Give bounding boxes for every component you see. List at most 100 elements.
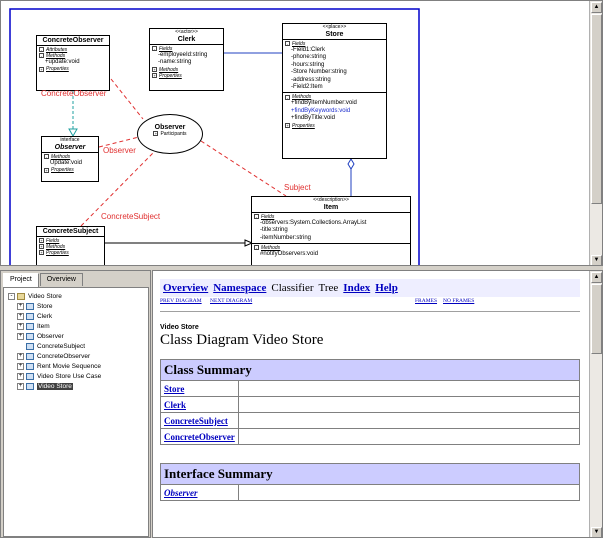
class-member: Update:void bbox=[50, 160, 83, 166]
frames-link[interactable]: FRAMES bbox=[415, 298, 438, 304]
scroll-down-icon[interactable]: ▼ bbox=[591, 255, 602, 265]
tree-item[interactable]: + Video Store Use Case bbox=[8, 372, 148, 382]
collapse-icon[interactable]: - bbox=[39, 47, 44, 53]
expand-icon[interactable]: + bbox=[17, 362, 24, 370]
collapse-icon[interactable]: - bbox=[285, 41, 290, 47]
expand-icon[interactable]: + bbox=[39, 250, 44, 256]
uml-class-concrete-observer[interactable]: ConcreteObserver -Attributes -Methods +u… bbox=[36, 35, 110, 91]
documentation-content: Overview Namespace Classifier Tree Index… bbox=[153, 271, 590, 537]
collapse-icon[interactable]: - bbox=[39, 53, 44, 59]
table-cell-name: ConcreteObserver bbox=[160, 428, 239, 445]
collapse-icon[interactable]: - bbox=[8, 292, 15, 300]
collapse-icon[interactable]: - bbox=[254, 245, 259, 251]
tree-item-label: Video Store Use Case bbox=[37, 373, 102, 380]
summary-link[interactable]: Observer bbox=[164, 487, 198, 498]
expand-icon[interactable]: + bbox=[153, 131, 159, 136]
tree-spacer bbox=[17, 343, 24, 350]
tree-root[interactable]: -Video Store bbox=[8, 292, 148, 302]
class-icon bbox=[26, 342, 34, 350]
section-header: Methods bbox=[46, 244, 66, 250]
tree-item-label: Observer bbox=[37, 333, 64, 340]
tree-item[interactable]: + Rent Movie Sequence bbox=[8, 362, 148, 372]
doc-navbar: Overview Namespace Classifier Tree Index… bbox=[160, 279, 580, 297]
tab-project[interactable]: Project bbox=[3, 273, 39, 287]
nav-overview-link[interactable]: Overview bbox=[163, 282, 209, 294]
tab-overview[interactable]: Overview bbox=[39, 273, 83, 286]
class-name: Clerk bbox=[177, 36, 196, 43]
nav-help-link[interactable]: Help bbox=[375, 282, 398, 294]
scroll-up-icon[interactable]: ▲ bbox=[591, 272, 602, 283]
expand-icon[interactable]: + bbox=[152, 66, 157, 72]
nav-index-link[interactable]: Index bbox=[343, 282, 371, 294]
nav-tree: Tree bbox=[318, 282, 339, 294]
expand-icon[interactable]: + bbox=[44, 167, 49, 173]
stereotype: <<place>> bbox=[322, 24, 347, 30]
diagram-edges bbox=[9, 8, 420, 265]
class-member: #notifyObservers:void bbox=[260, 251, 319, 258]
summary-link[interactable]: Store bbox=[164, 383, 185, 394]
tree-item-label: Rent Movie Sequence bbox=[37, 363, 101, 370]
tree-item[interactable]: + ConcreteObserver bbox=[8, 352, 148, 362]
uml-interface-observer[interactable]: interface Observer -Methods Update:void … bbox=[41, 136, 99, 182]
stereotype: <<description>> bbox=[313, 197, 349, 203]
expand-icon[interactable]: + bbox=[17, 382, 24, 390]
expand-icon[interactable]: + bbox=[17, 302, 24, 310]
tree-item[interactable]: +Item bbox=[8, 322, 148, 332]
scroll-up-icon[interactable]: ▲ bbox=[591, 2, 602, 13]
summary-link[interactable]: ConcreteSubject bbox=[164, 415, 228, 426]
diagram-pane[interactable]: ConcreteObserver -Attributes -Methods +u… bbox=[0, 0, 603, 266]
scroll-thumb[interactable] bbox=[591, 14, 602, 204]
class-member: +update:void bbox=[45, 59, 80, 65]
project-pane: Project Overview -Video Store +Store+Cle… bbox=[0, 270, 151, 538]
no-frames-link[interactable]: NO FRAMES bbox=[443, 298, 475, 304]
tree-item[interactable]: ConcreteSubject bbox=[8, 342, 148, 352]
expand-icon[interactable]: + bbox=[17, 352, 24, 360]
next-diagram-link[interactable]: NEXT DIAGRAM bbox=[210, 298, 253, 304]
expand-icon[interactable]: + bbox=[17, 312, 24, 320]
table-cell-name: Observer bbox=[160, 484, 239, 501]
stereotype: <<actor>> bbox=[175, 29, 198, 35]
summary-link[interactable]: Clerk bbox=[164, 399, 186, 410]
edge-label-concrete-observer: ConcreteObserver bbox=[41, 89, 107, 98]
tree-item[interactable]: + Observer bbox=[8, 332, 148, 342]
diagram-canvas[interactable]: ConcreteObserver -Attributes -Methods +u… bbox=[1, 1, 591, 265]
uml-class-item[interactable]: <<description>> Item -Fields -observers:… bbox=[251, 196, 411, 265]
pane-splitter[interactable] bbox=[0, 266, 603, 270]
class-member: -address:string bbox=[291, 76, 331, 83]
section-header: Attributes bbox=[46, 47, 68, 53]
expand-icon[interactable]: + bbox=[39, 66, 44, 72]
uml-class-concrete-subject[interactable]: ConcreteSubject +Fields +Methods +Proper… bbox=[36, 226, 105, 265]
expand-icon[interactable]: + bbox=[39, 238, 44, 244]
expand-icon[interactable]: + bbox=[39, 244, 44, 250]
doc-vertical-scrollbar[interactable]: ▲ ▼ bbox=[589, 271, 602, 537]
expand-icon[interactable]: + bbox=[17, 322, 24, 330]
scroll-down-icon[interactable]: ▼ bbox=[591, 527, 602, 537]
prev-diagram-link[interactable]: PREV DIAGRAM bbox=[160, 298, 202, 304]
summary-link[interactable]: ConcreteObserver bbox=[164, 431, 235, 442]
scroll-thumb[interactable] bbox=[591, 284, 602, 354]
uml-class-clerk[interactable]: <<actor>> Clerk -Fields -employeeId:stri… bbox=[149, 28, 224, 91]
section-header: Fields bbox=[46, 238, 60, 244]
tree-item[interactable]: +Video Store bbox=[8, 382, 148, 392]
expand-icon[interactable]: + bbox=[152, 72, 157, 78]
expand-icon[interactable]: + bbox=[17, 332, 24, 340]
nav-classifier: Classifier bbox=[271, 282, 314, 294]
collapse-icon[interactable]: - bbox=[254, 214, 259, 220]
tree-item[interactable]: + Clerk bbox=[8, 312, 148, 322]
diagram-vertical-scrollbar[interactable]: ▲ ▼ bbox=[589, 1, 602, 265]
tree-item-label: ConcreteObserver bbox=[37, 353, 91, 360]
tree-item-label: Clerk bbox=[37, 313, 53, 320]
collapse-icon[interactable]: - bbox=[152, 46, 157, 52]
collaboration-observer[interactable]: Observer +Participants bbox=[137, 114, 203, 154]
collapse-icon[interactable]: - bbox=[285, 94, 290, 100]
expand-icon[interactable]: + bbox=[17, 372, 24, 380]
uml-class-store[interactable]: <<place>> Store -Fields -Field1:Clerk -p… bbox=[282, 23, 387, 159]
section-header: Methods bbox=[159, 66, 179, 73]
nav-namespace-link[interactable]: Namespace bbox=[213, 282, 267, 294]
tree-item[interactable]: +Store bbox=[8, 302, 148, 312]
expand-icon[interactable]: + bbox=[285, 122, 290, 128]
collapse-icon[interactable]: - bbox=[44, 154, 49, 160]
class-name: Observer bbox=[54, 144, 86, 151]
